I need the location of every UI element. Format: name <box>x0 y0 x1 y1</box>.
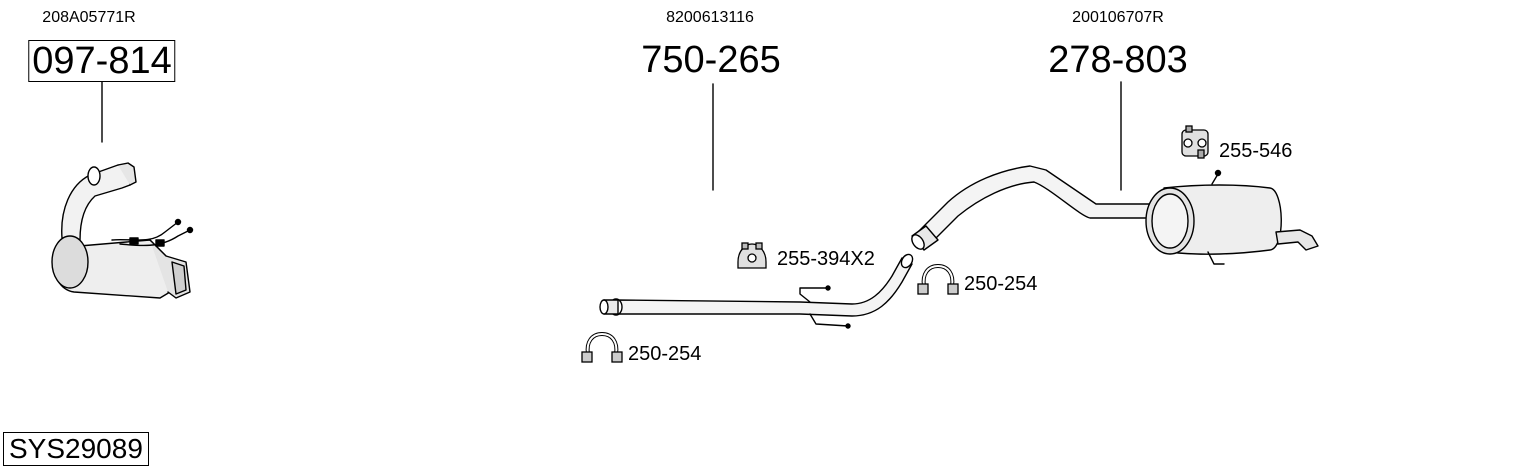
front-pipe-drawing <box>599 83 914 329</box>
clamp-front-icon <box>581 331 623 363</box>
rear-silencer-drawing <box>911 81 1319 265</box>
part-number-catalytic-converter[interactable]: 097-814 <box>28 40 176 82</box>
catalytic-converter-drawing <box>51 81 194 299</box>
system-id-label: SYS29089 <box>3 432 149 466</box>
accessory-label-clamp-front[interactable]: 250-254 <box>628 343 702 365</box>
clamp-mid-icon <box>917 263 959 295</box>
part-number-rear-silencer[interactable]: 278-803 <box>1048 39 1188 81</box>
accessory-label-mount-front[interactable]: 255-394X2 <box>777 248 875 270</box>
rubber-mount-front-icon <box>737 242 767 269</box>
oe-code-front-pipe: 8200613116 <box>666 9 754 26</box>
accessory-label-clamp-mid[interactable]: 250-254 <box>964 273 1038 295</box>
accessory-label-mount-rear[interactable]: 255-546 <box>1219 140 1293 162</box>
oe-code-catalytic-converter: 208A05771R <box>42 9 136 26</box>
oe-code-rear-silencer: 200106707R <box>1072 9 1164 26</box>
part-number-front-pipe[interactable]: 750-265 <box>641 39 781 81</box>
rubber-mount-rear-icon <box>1181 125 1209 159</box>
